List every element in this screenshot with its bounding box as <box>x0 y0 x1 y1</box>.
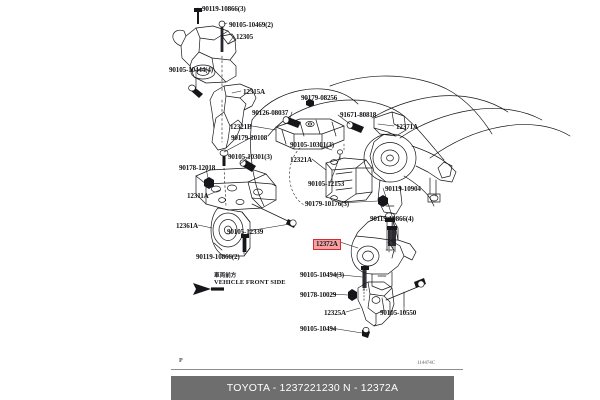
footer-bar: TOYOTA - 1237221230 N - 12372A <box>171 376 454 400</box>
callout-label: 12325A <box>324 309 346 317</box>
callout-label: 90105-10469(2) <box>229 21 274 29</box>
callout-label: 90179-10108 <box>231 134 268 142</box>
callout-label: 91671-80818 <box>340 111 377 119</box>
callout-label: 90179-08256 <box>301 94 338 102</box>
callout-label: 90105-10494(3) <box>300 271 345 279</box>
callout-label: 90178-12018 <box>179 164 216 172</box>
callout-label: 12361A <box>176 222 198 230</box>
footer-part-reference: TOYOTA - 1237221230 N - 12372A <box>226 382 399 394</box>
vehicle-front-side-japanese: 車両前方 <box>214 273 237 279</box>
page-divider-rule <box>171 369 463 370</box>
vehicle-front-side-english: VEHICLE FRONT SIDE <box>214 279 286 286</box>
callout-label: 90105-10550 <box>380 309 417 317</box>
callout-label: 12321A <box>290 156 312 164</box>
callout-label: 90119-10866(4) <box>370 215 414 223</box>
callout-label: 90105-10301(3) <box>290 141 335 149</box>
callout-label: 90119-10866(2) <box>196 253 240 261</box>
callout-label-highlighted: 12372A <box>313 239 341 250</box>
callout-label: 12305 <box>236 33 253 41</box>
page-mark: P <box>179 358 183 364</box>
callout-label: 90179-10176(3) <box>305 200 350 208</box>
callout-label: 90119-10904 <box>385 185 421 193</box>
callout-label: 12311A <box>187 192 209 200</box>
callout-label: 90105-12339 <box>227 228 264 236</box>
left-arrow-icon <box>193 283 224 295</box>
callout-label: 90105-12153 <box>308 180 345 188</box>
callout-label: 90105-10301(3) <box>228 153 273 161</box>
callout-label: 12315A <box>243 88 265 96</box>
callout-label: 90105-10444(4) <box>169 66 214 74</box>
callout-label: 90105-10494 <box>300 325 337 333</box>
callout-label: 12371A <box>396 123 418 131</box>
callout-label: 12321B <box>230 123 252 131</box>
vehicle-front-side-marker: 車両前方 VEHICLE FRONT SIDE <box>176 271 296 301</box>
diagram-id: 114474C <box>417 360 436 366</box>
callout-label: 90178-10029 <box>300 291 337 299</box>
callout-label: 90119-10866(3) <box>202 5 246 13</box>
callout-label: 90126-08037 <box>252 109 289 117</box>
